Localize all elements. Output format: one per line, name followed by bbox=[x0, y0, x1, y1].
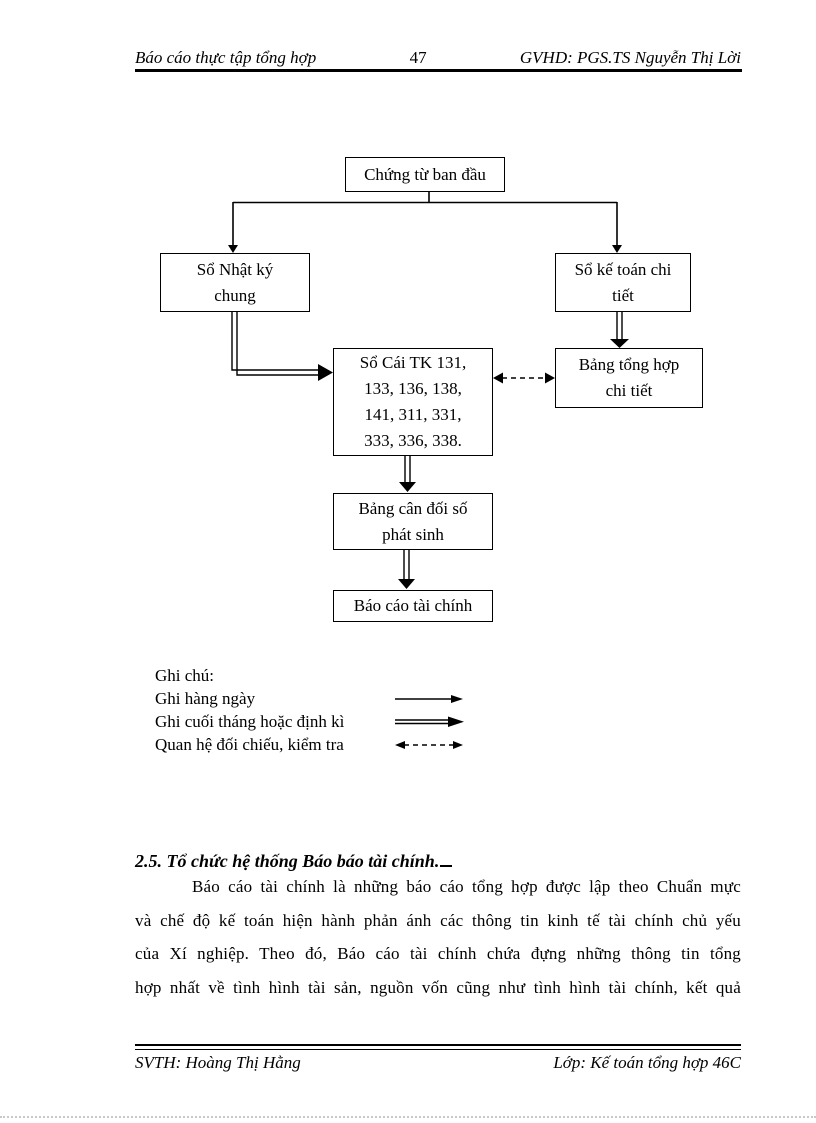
paragraph-line: của Xí nghiệp. Theo đó, Báo cáo tài chín… bbox=[135, 944, 741, 964]
footer-rule bbox=[135, 1044, 741, 1050]
footer-class-name: Lớp: Kế toán tổng hợp 46C bbox=[553, 1053, 741, 1072]
header-supervisor: GVHD: PGS.TS Nguyễn Thị Lời bbox=[519, 48, 741, 67]
box-label-line: Bảng cân đối số bbox=[358, 498, 468, 518]
solid-arrow-icon bbox=[395, 695, 463, 703]
legend-title: Ghi chú: bbox=[155, 666, 215, 685]
box-label-line: Sổ Nhật ký bbox=[196, 259, 274, 279]
section-heading: 2.5. Tổ chức hệ thống Báo báo tài chính. bbox=[135, 843, 453, 873]
box-label-line: chi tiết bbox=[605, 381, 653, 400]
header-report-title: Báo cáo thực tập tổng hợp bbox=[135, 48, 317, 67]
paragraph-line: và chế độ kế toán hiện hành phản ánh các… bbox=[135, 910, 741, 930]
box-label-line: 141, 311, 331, bbox=[364, 405, 462, 424]
flow-box-bao-cao-tai-chinh: Báo cáo tài chính bbox=[333, 590, 493, 622]
box-label-line: chung bbox=[214, 285, 256, 305]
box-label-line: Báo cáo tài chính bbox=[353, 596, 473, 615]
flow-box-bang-can-doi-so-phat-sinh: Bảng cân đối số phát sinh bbox=[333, 493, 493, 550]
flow-box-so-ke-toan-chi-tiet: Sổ kế toán chi tiết bbox=[555, 253, 691, 312]
paragraph-line: Báo cáo tài chính là những báo cáo tổng … bbox=[192, 877, 741, 896]
section-heading-text: 2.5. Tổ chức hệ thống Báo báo tài chính. bbox=[135, 851, 440, 871]
box-label-line: Sổ kế toán chi bbox=[574, 259, 672, 279]
legend-label: Ghi cuối tháng hoặc định kì bbox=[155, 712, 345, 731]
paragraph-line: hợp nhất về tình hình tài sản, nguồn vốn… bbox=[135, 977, 741, 997]
box-label-line: tiết bbox=[612, 285, 634, 305]
legend-item-month-end: Ghi cuối tháng hoặc định kì bbox=[155, 710, 485, 733]
dashed-two-headed-arrow-icon bbox=[395, 741, 463, 749]
page-footer: SVTH: Hoàng Thị Hằng Lớp: Kế toán tổng h… bbox=[135, 1053, 741, 1073]
footer-student-name: SVTH: Hoàng Thị Hằng bbox=[135, 1053, 301, 1072]
diagram-legend: Ghi chú: Ghi hàng ngày Ghi cuối tháng ho… bbox=[155, 664, 485, 756]
flow-box-chung-tu-ban-dau: Chứng từ ban đầu bbox=[345, 157, 505, 192]
box-label-line: Chứng từ ban đầu bbox=[364, 164, 486, 184]
page-number: 47 bbox=[409, 48, 427, 67]
box-label-line: 133, 136, 138, bbox=[364, 379, 462, 398]
box-label-line: phát sinh bbox=[382, 524, 444, 544]
legend-item-daily: Ghi hàng ngày bbox=[155, 687, 485, 710]
header-rule bbox=[135, 69, 742, 72]
body-paragraph: Báo cáo tài chính là những báo cáo tổng … bbox=[135, 870, 741, 1004]
flow-box-so-cai-tk: Sổ Cái TK 131, 133, 136, 138, 141, 311, … bbox=[333, 348, 493, 456]
legend-label: Quan hệ đối chiếu, kiểm tra bbox=[155, 735, 344, 754]
flowchart-connectors bbox=[228, 192, 629, 589]
legend-label: Ghi hàng ngày bbox=[155, 689, 256, 708]
page-header: Báo cáo thực tập tổng hợp 47 GVHD: PGS.T… bbox=[135, 48, 741, 68]
box-label-line: Bảng tổng hợp bbox=[578, 355, 680, 374]
double-line-arrow-icon bbox=[395, 716, 464, 727]
box-label-line: Sổ Cái TK 131, bbox=[359, 353, 467, 372]
heading-underline-mark bbox=[440, 843, 453, 867]
flow-box-so-nhat-ky-chung: Sổ Nhật ký chung bbox=[160, 253, 310, 312]
legend-item-reconciliation: Quan hệ đối chiếu, kiểm tra bbox=[155, 733, 485, 756]
flow-box-bang-tong-hop-chi-tiet: Bảng tổng hợp chi tiết bbox=[555, 348, 703, 408]
page-boundary-dotted-line bbox=[0, 1116, 816, 1118]
box-label-line: 333, 336, 338. bbox=[364, 431, 462, 450]
